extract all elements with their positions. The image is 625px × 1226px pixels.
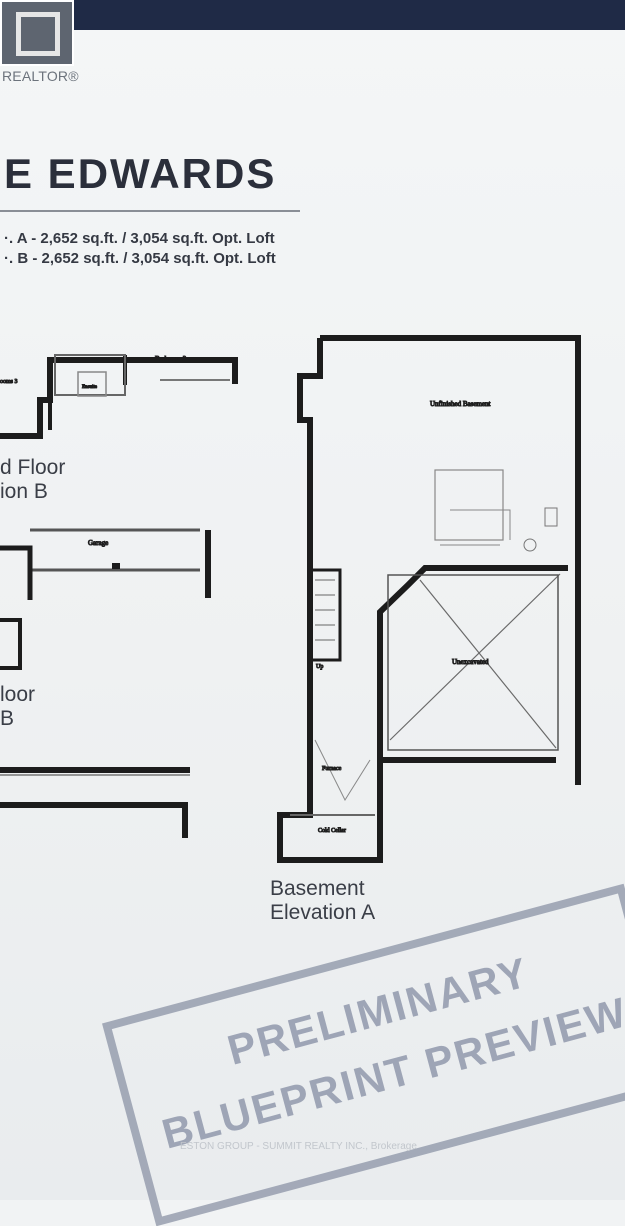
ground-floor-label-line1: loor xyxy=(0,683,36,706)
spec-elevation-b: ·. B - 2,652 sq.ft. / 3,054 sq.ft. Opt. … xyxy=(4,250,276,267)
brokerage-watermark: ESTON GROUP - SUMMIT REALTY INC., Broker… xyxy=(180,1141,417,1152)
realtor-logo: REALTOR® xyxy=(0,0,79,88)
realtor-logo-text: REALTOR® xyxy=(2,68,79,84)
room-label: Bedroom 2 xyxy=(155,355,187,363)
room-label: Unfinished Basement xyxy=(430,400,491,408)
second-floor-label: d Floor ion B xyxy=(0,456,65,504)
room-label: Ensuite xyxy=(82,385,98,390)
room-label: Cold Cellar xyxy=(318,828,346,834)
ground-floor-plan: Garage xyxy=(0,528,211,838)
basement-label-line2: Elevation A xyxy=(270,901,376,924)
second-floor-plan: Bedroom 2 Ensuite ooms 3 xyxy=(0,354,238,439)
second-floor-label-line1: d Floor xyxy=(0,456,66,479)
basement-label: Basement Elevation A xyxy=(270,877,375,925)
ground-floor-label: loor B xyxy=(0,683,35,731)
basement-label-line1: Basement xyxy=(270,877,365,900)
second-floor-label-line2: ion B xyxy=(0,480,48,503)
room-label: Unexcavated xyxy=(452,658,489,666)
room-label: ooms 3 xyxy=(0,379,18,385)
top-band xyxy=(0,0,625,30)
title-rule xyxy=(0,210,300,212)
basement-plan: Unfinished Basement Unexcavated Cold Cel… xyxy=(277,335,581,863)
floor-plans-drawing: Bedroom 2 Ensuite ooms 3 Garage xyxy=(0,335,581,863)
room-label: Furnace xyxy=(322,766,342,772)
spec-elevation-a: ·. A - 2,652 sq.ft. / 3,054 sq.ft. Opt. … xyxy=(4,230,275,247)
ground-floor-label-line2: B xyxy=(0,707,15,730)
realtor-logo-icon xyxy=(0,0,74,66)
room-label: Garage xyxy=(88,539,108,547)
page-title: E EDWARDS xyxy=(4,150,277,197)
room-label: Up xyxy=(316,664,323,670)
